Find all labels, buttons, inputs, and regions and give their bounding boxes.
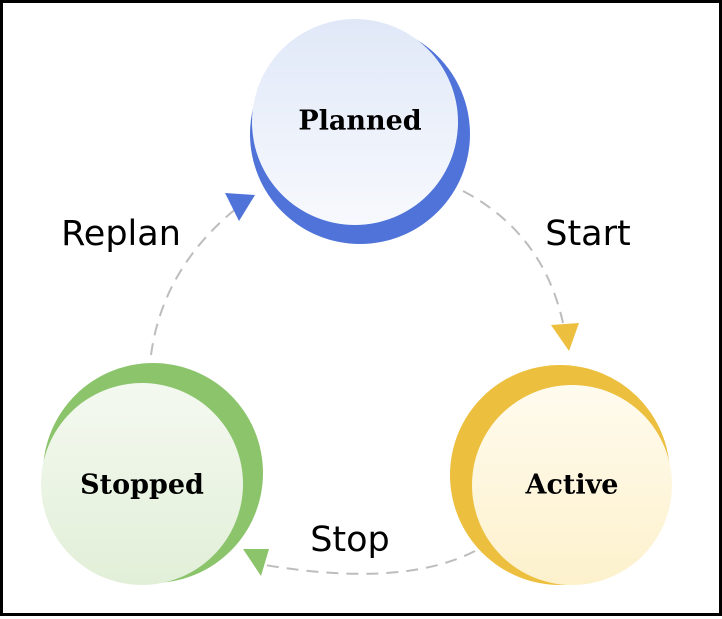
- node-active: Active: [450, 365, 672, 585]
- edge-label-start: Start: [545, 214, 631, 254]
- node-active-label: Active: [525, 470, 619, 501]
- edge-label-stop: Stop: [310, 520, 390, 560]
- node-planned: Planned: [250, 19, 470, 244]
- edge-start-arrowhead: [551, 323, 579, 351]
- state-diagram: Planned Active Stopped Start Stop Replan: [41, 19, 672, 585]
- edge-replan-arrow: [150, 202, 244, 356]
- edge-replan-arrowhead: [225, 193, 255, 221]
- edge-label-replan: Replan: [61, 214, 181, 254]
- node-planned-label: Planned: [298, 106, 421, 137]
- node-stopped-label: Stopped: [80, 470, 204, 501]
- node-stopped: Stopped: [41, 363, 263, 585]
- edge-stop-arrowhead: [243, 549, 269, 576]
- edge-stop-arrow: [264, 550, 476, 575]
- edge-start-arrow: [462, 190, 564, 324]
